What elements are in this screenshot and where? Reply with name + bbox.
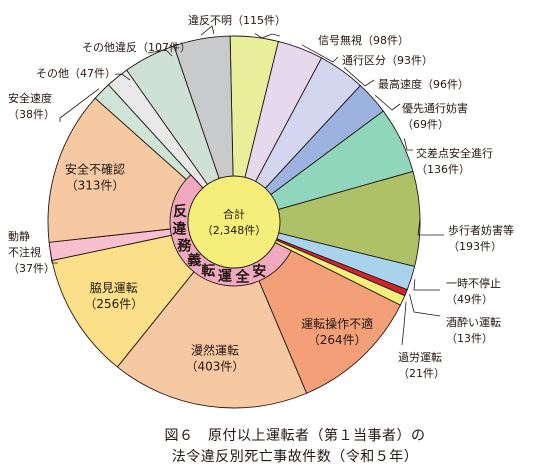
leader-安全速度 <box>59 88 100 122</box>
slice-label-安全速度: 安全速度（38件） <box>8 91 55 121</box>
leader-優先通行妨害 <box>374 94 401 111</box>
slice-label-漫然運転: 漫然運転（403件） <box>186 343 245 374</box>
group-label-char: 義 <box>187 252 201 269</box>
slice-label-交差点安全進行: 交差点安全進行（136件） <box>416 146 493 176</box>
center-circle <box>187 175 281 269</box>
slice-label-最高速度: 最高速度（96件） <box>378 77 469 91</box>
slice-labels: 信号無視（98件） 通行区分（93件） 最高速度（96件） 優先通行妨害（69件） 交差… <box>8 14 514 380</box>
leader-その他違反 <box>147 49 173 57</box>
figure-caption-line-2: 法令違反別死亡事故件数（令和５年） <box>171 449 419 465</box>
slice-違反不明 <box>173 35 235 223</box>
leader-交差点安全進行 <box>403 138 413 151</box>
slice-label-その他違反: その他違反（107件） <box>82 41 191 54</box>
group-label-char: 運 <box>218 269 233 285</box>
center-total-label: 合計 <box>223 207 245 221</box>
leader-違反不明 <box>200 25 215 36</box>
center-total-value: （2,348件） <box>202 224 267 237</box>
group-label-char: 安 <box>252 263 266 280</box>
group-label-char: 転 <box>201 263 215 280</box>
slice-label-歩行者妨害等: 歩行者妨害等（193件） <box>448 223 514 253</box>
slice-label-優先通行妨害: 優先通行妨害（69件） <box>402 101 468 131</box>
leader-通行区分 <box>301 44 339 63</box>
group-label-char: 反 <box>173 203 187 220</box>
slice-label-脇見運転: 脇見運転（256件） <box>84 281 143 311</box>
slice-label-一時不停止: 一時不停止（49件） <box>446 276 501 306</box>
slice-label-違反不明: 違反不明（115件） <box>188 14 286 27</box>
slice-label-安全不確認: 安全不確認（313件） <box>65 162 125 193</box>
slice-label-過労運転: 過労運転（21件） <box>398 350 445 380</box>
slice-label-その他: その他（47件） <box>36 67 116 80</box>
leader-信号無視 <box>254 33 281 39</box>
slice-label-動静不注視: 動静不注視（37件） <box>8 229 55 275</box>
leader-lines <box>49 25 444 346</box>
leader-動静不注視 <box>49 251 58 264</box>
slice-label-酒酔い運転: 酒酔い運転（13件） <box>446 315 501 345</box>
slice-label-運転操作不適: 運転操作不適（264件） <box>301 316 373 347</box>
leader-一時不停止 <box>413 279 440 291</box>
leader-過労運転 <box>401 301 407 346</box>
slice-label-信号無視: 信号無視（98件） <box>318 33 409 47</box>
leader-酒酔い運転 <box>409 293 441 317</box>
group-label-char: 全 <box>234 268 250 285</box>
slice-漫然運転 <box>116 221 308 409</box>
leader-その他 <box>115 73 131 81</box>
total-center: 合計 （2,348件） <box>187 175 281 269</box>
leader-歩行者妨害等 <box>417 218 444 236</box>
figure-caption-line-1: 図６ 原付以上運転者（第１当事者）の <box>164 428 426 444</box>
leader-最高速度 <box>343 67 375 87</box>
slice-label-通行区分: 通行区分（93件） <box>342 54 433 67</box>
group-label-char: 務 <box>177 238 192 255</box>
group-label-char: 違 <box>172 221 186 238</box>
